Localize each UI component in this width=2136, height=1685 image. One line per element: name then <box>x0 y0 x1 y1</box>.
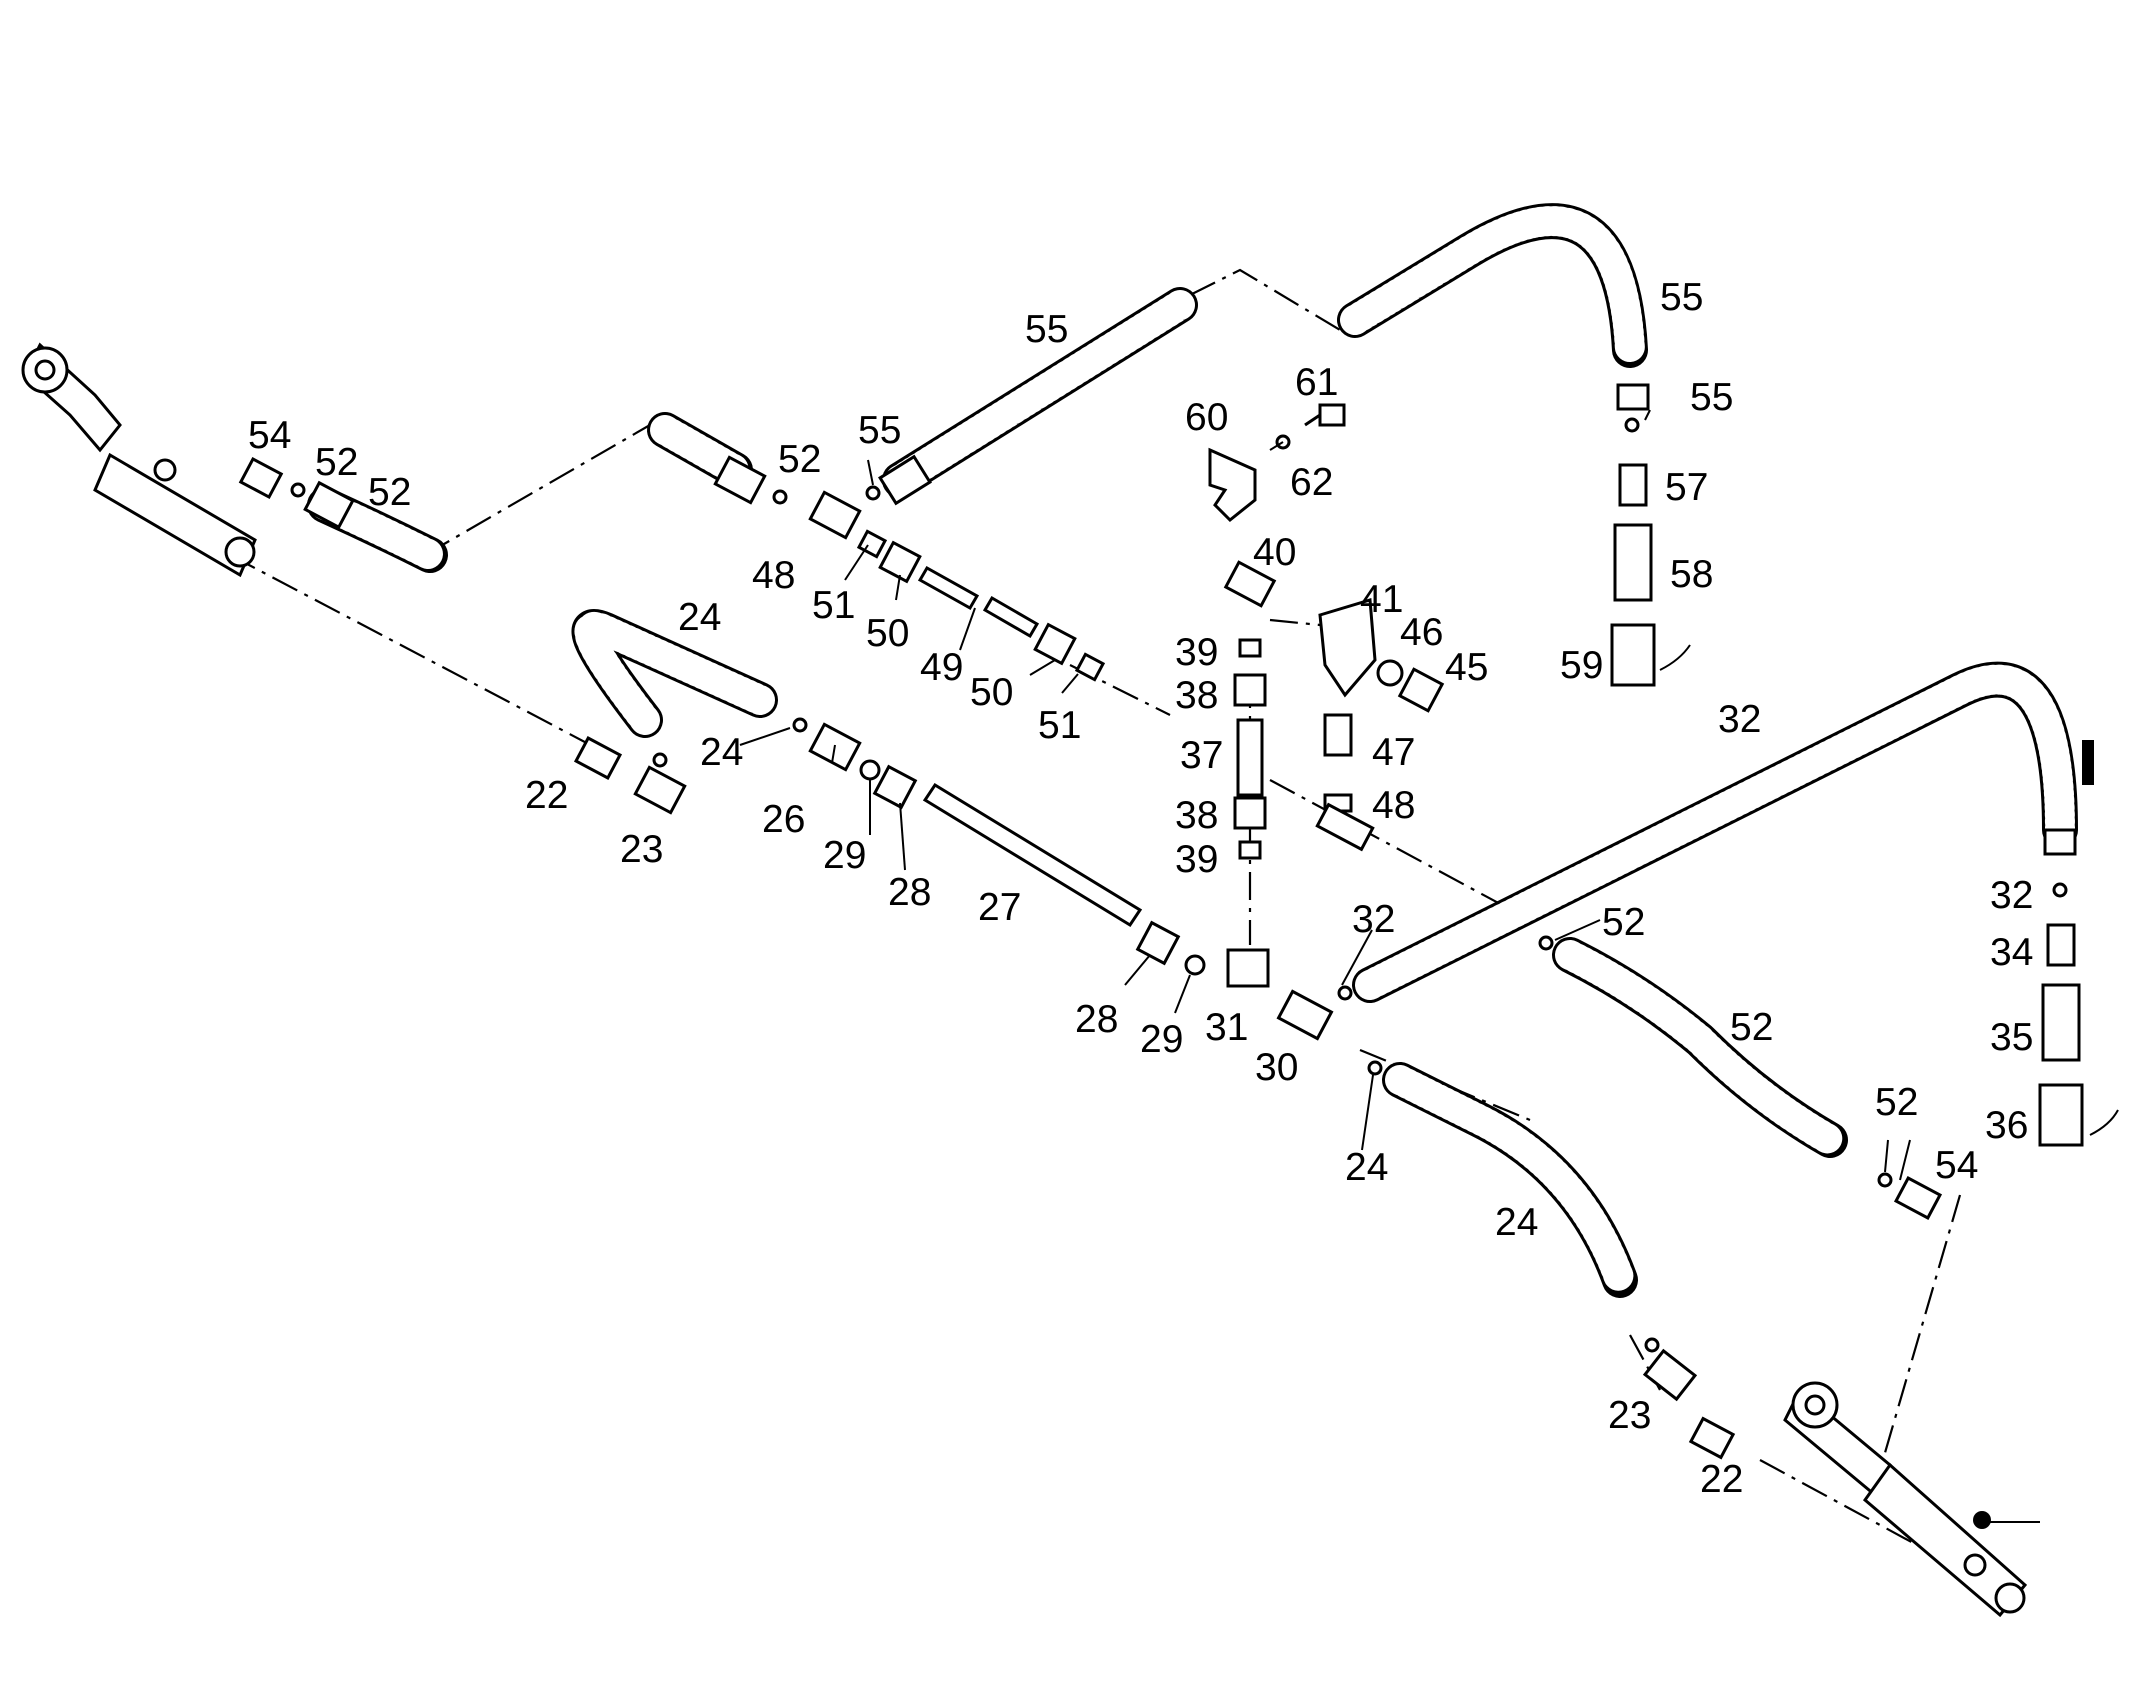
callout-55: 55 <box>1690 376 1733 419</box>
callout-60: 60 <box>1185 396 1228 439</box>
callout-52: 52 <box>1730 1006 1773 1049</box>
callout-52: 52 <box>368 471 411 514</box>
callout-41: 41 <box>1360 578 1403 621</box>
callout-38: 38 <box>1175 674 1218 717</box>
callout-57: 57 <box>1665 466 1708 509</box>
fittings <box>238 383 2119 1460</box>
callout-32: 32 <box>1718 698 1761 741</box>
callout-49: 49 <box>920 646 963 689</box>
callout-28: 28 <box>888 871 931 914</box>
steel-tubes <box>917 565 1264 928</box>
callout-32: 32 <box>1990 874 2033 917</box>
callout-55: 55 <box>1660 276 1703 319</box>
callout-46: 46 <box>1400 611 1443 654</box>
callout-51: 51 <box>812 584 855 627</box>
callout-39: 39 <box>1175 631 1218 674</box>
callout-58: 58 <box>1670 553 1713 596</box>
callout-29: 29 <box>823 834 866 877</box>
left-cylinder <box>21 342 257 578</box>
centerlines <box>229 268 2001 1591</box>
callout-23: 23 <box>1608 1394 1651 1437</box>
callout-22: 22 <box>525 774 568 817</box>
callout-54: 54 <box>248 414 291 457</box>
callout-31: 31 <box>1205 1006 1248 1049</box>
callout-27: 27 <box>978 886 1021 929</box>
callout-52: 52 <box>778 438 821 481</box>
callout-35: 35 <box>1990 1016 2033 1059</box>
callout-45: 45 <box>1445 646 1488 689</box>
callout-52: 52 <box>315 441 358 484</box>
callout-24: 24 <box>678 596 721 639</box>
hoses <box>307 203 2078 1298</box>
callout-50: 50 <box>970 671 1013 714</box>
callout-labels: 54 52 52 55 52 55 48 51 50 49 50 51 60 6… <box>248 276 2033 1501</box>
callout-24: 24 <box>700 731 743 774</box>
callout-38: 38 <box>1175 794 1218 837</box>
callout-48: 48 <box>752 554 795 597</box>
callout-62: 62 <box>1290 461 1333 504</box>
callout-24: 24 <box>1495 1201 1538 1244</box>
callout-29: 29 <box>1140 1018 1183 1061</box>
callout-40: 40 <box>1253 531 1296 574</box>
callout-39: 39 <box>1175 838 1218 881</box>
callout-26: 26 <box>762 798 805 841</box>
callout-55: 55 <box>858 409 901 452</box>
callout-48: 48 <box>1372 784 1415 827</box>
callout-50: 50 <box>866 612 909 655</box>
right-cylinder <box>1783 1381 2040 1618</box>
callout-54: 54 <box>1935 1144 1978 1187</box>
callout-47: 47 <box>1372 731 1415 774</box>
callout-59: 59 <box>1560 644 1603 687</box>
callout-52: 52 <box>1875 1081 1918 1124</box>
callout-52: 52 <box>1602 901 1645 944</box>
callout-55: 55 <box>1025 308 1068 351</box>
callout-32: 32 <box>1352 898 1395 941</box>
callout-23: 23 <box>620 828 663 871</box>
callout-37: 37 <box>1180 734 1223 777</box>
callout-51: 51 <box>1038 704 1081 747</box>
callout-22: 22 <box>1700 1458 1743 1501</box>
leader-lines <box>739 409 1911 1181</box>
callout-24: 24 <box>1345 1146 1388 1189</box>
callout-61: 61 <box>1295 361 1338 404</box>
callout-36: 36 <box>1985 1104 2028 1147</box>
callout-30: 30 <box>1255 1046 1298 1089</box>
callout-28: 28 <box>1075 998 1118 1041</box>
callout-34: 34 <box>1990 931 2033 974</box>
